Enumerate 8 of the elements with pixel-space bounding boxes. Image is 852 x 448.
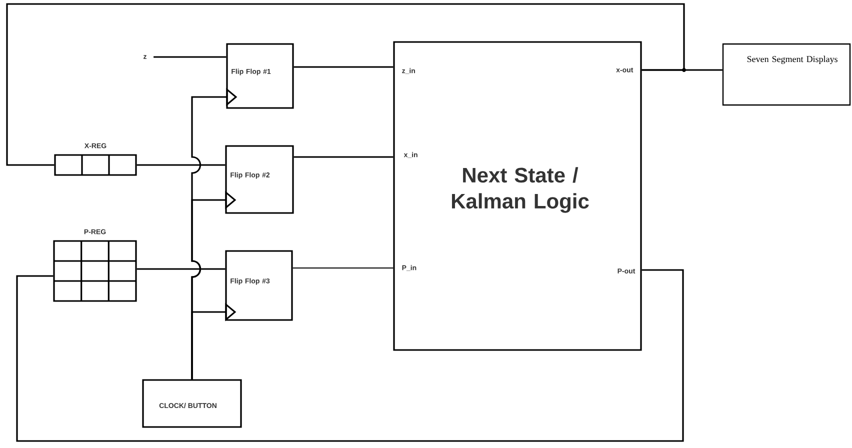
wire xyxy=(136,268,226,270)
wire xyxy=(16,269,684,442)
wire xyxy=(6,3,685,166)
wire xyxy=(294,156,394,158)
display-box: Seven Segment Displays xyxy=(722,43,851,106)
wire xyxy=(136,164,226,166)
wire xyxy=(154,56,226,58)
wire xyxy=(294,66,394,68)
